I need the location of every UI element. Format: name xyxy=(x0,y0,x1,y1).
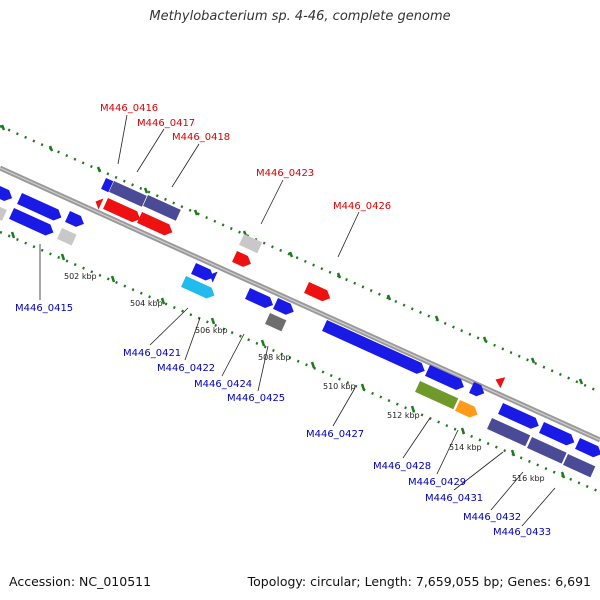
label-M446_0418: M446_0418 xyxy=(172,132,230,143)
gene-M446_0431[interactable] xyxy=(487,418,531,447)
label-M446_0417: M446_0417 xyxy=(137,118,195,129)
top-labels: M446_0416 M446_0417 M446_0418 M446_0423 … xyxy=(100,103,391,212)
kbp-label-516: 516 kbp xyxy=(512,474,545,483)
gene-M446_0424[interactable] xyxy=(245,288,275,310)
outer-major-ticks xyxy=(0,124,584,385)
label-M446_0421: M446_0421 xyxy=(123,348,181,359)
gene-blue-left-1[interactable] xyxy=(0,181,15,204)
gene-blue-0424b[interactable] xyxy=(273,298,296,317)
gene-M446_0426[interactable] xyxy=(304,282,333,304)
gene-blue-left-3[interactable] xyxy=(65,211,86,229)
gene-M446_0427[interactable] xyxy=(322,320,427,376)
label-M446_0427: M446_0427 xyxy=(306,429,364,440)
label-M446_0433: M446_0433 xyxy=(493,527,551,538)
label-M446_0428: M446_0428 xyxy=(373,461,431,472)
gene-blue-0431b[interactable] xyxy=(539,422,577,448)
gene-M446_0416[interactable] xyxy=(101,178,114,193)
bottom-labels: M446_0415 M446_0421 M446_0422 M446_0424 … xyxy=(15,303,551,538)
label-M446_0431: M446_0431 xyxy=(425,493,483,504)
gene-M446_0423[interactable] xyxy=(239,234,263,254)
gene-red-0423[interactable] xyxy=(232,251,253,269)
gene-red-1[interactable] xyxy=(103,198,143,225)
gene-gray-2[interactable] xyxy=(57,228,77,246)
accession-text: Accession: NC_010511 xyxy=(9,574,152,589)
label-M446_0432: M446_0432 xyxy=(463,512,521,523)
gene-blue-left-2[interactable] xyxy=(17,193,64,223)
gene-blue-0427b[interactable] xyxy=(425,365,466,392)
top-leader-lines xyxy=(117,114,360,258)
gene-blue-0431c[interactable] xyxy=(575,438,600,460)
label-M446_0426: M446_0426 xyxy=(333,201,391,212)
kbp-label-502: 502 kbp xyxy=(64,272,97,281)
gene-M446_0421[interactable] xyxy=(181,276,217,301)
kbp-label-512: 512 kbp xyxy=(387,411,420,420)
genome-summary-text: Topology: circular; Length: 7,659,055 bp… xyxy=(247,574,591,589)
inner-tick-track xyxy=(0,230,600,494)
gene-red-triangle[interactable] xyxy=(493,374,506,389)
kbp-label-514: 514 kbp xyxy=(449,443,482,452)
label-M446_0424: M446_0424 xyxy=(194,379,252,390)
gene-gray-left[interactable] xyxy=(0,205,7,221)
label-M446_0422: M446_0422 xyxy=(157,363,215,374)
gene-M446_0418[interactable] xyxy=(143,195,181,221)
genome-backbone xyxy=(0,165,600,443)
outer-tick-track xyxy=(0,124,600,394)
gene-red-small-1[interactable] xyxy=(93,196,104,210)
gene-M446_0432[interactable] xyxy=(527,437,567,464)
genome-title: Methylobacterium sp. 4-46, complete geno… xyxy=(149,9,451,24)
kbp-label-506: 506 kbp xyxy=(195,326,228,335)
gene-red-2[interactable] xyxy=(137,212,175,238)
gene-M446_0428[interactable] xyxy=(415,381,459,410)
gene-blue-0421b[interactable] xyxy=(207,269,218,283)
kbp-label-508: 508 kbp xyxy=(258,353,291,362)
label-M446_0416: M446_0416 xyxy=(100,103,158,114)
kbp-labels: 502 kbp 504 kbp 506 kbp 508 kbp 510 kbp … xyxy=(64,272,545,483)
bottom-leader-lines xyxy=(39,244,556,527)
gene-M446_0425[interactable] xyxy=(265,313,287,332)
inner-major-ticks xyxy=(10,231,566,479)
label-M446_0423: M446_0423 xyxy=(256,168,314,179)
gene-blue-0427c[interactable] xyxy=(469,382,487,399)
kbp-label-504: 504 kbp xyxy=(130,299,163,308)
gene-M446_0433[interactable] xyxy=(563,454,596,478)
label-M446_0429: M446_0429 xyxy=(408,477,466,488)
scale-tracks xyxy=(0,124,600,494)
label-M446_0415: M446_0415 xyxy=(15,303,73,314)
label-M446_0425: M446_0425 xyxy=(227,393,285,404)
genes xyxy=(0,178,600,478)
gene-M446_0429[interactable] xyxy=(455,400,480,420)
gene-M446_0415[interactable] xyxy=(9,208,56,238)
gene-blue-0431a[interactable] xyxy=(498,403,541,431)
gene-blue-0421a[interactable] xyxy=(191,263,216,283)
kbp-label-510: 510 kbp xyxy=(323,382,356,391)
gene-M446_0417[interactable] xyxy=(109,181,147,207)
